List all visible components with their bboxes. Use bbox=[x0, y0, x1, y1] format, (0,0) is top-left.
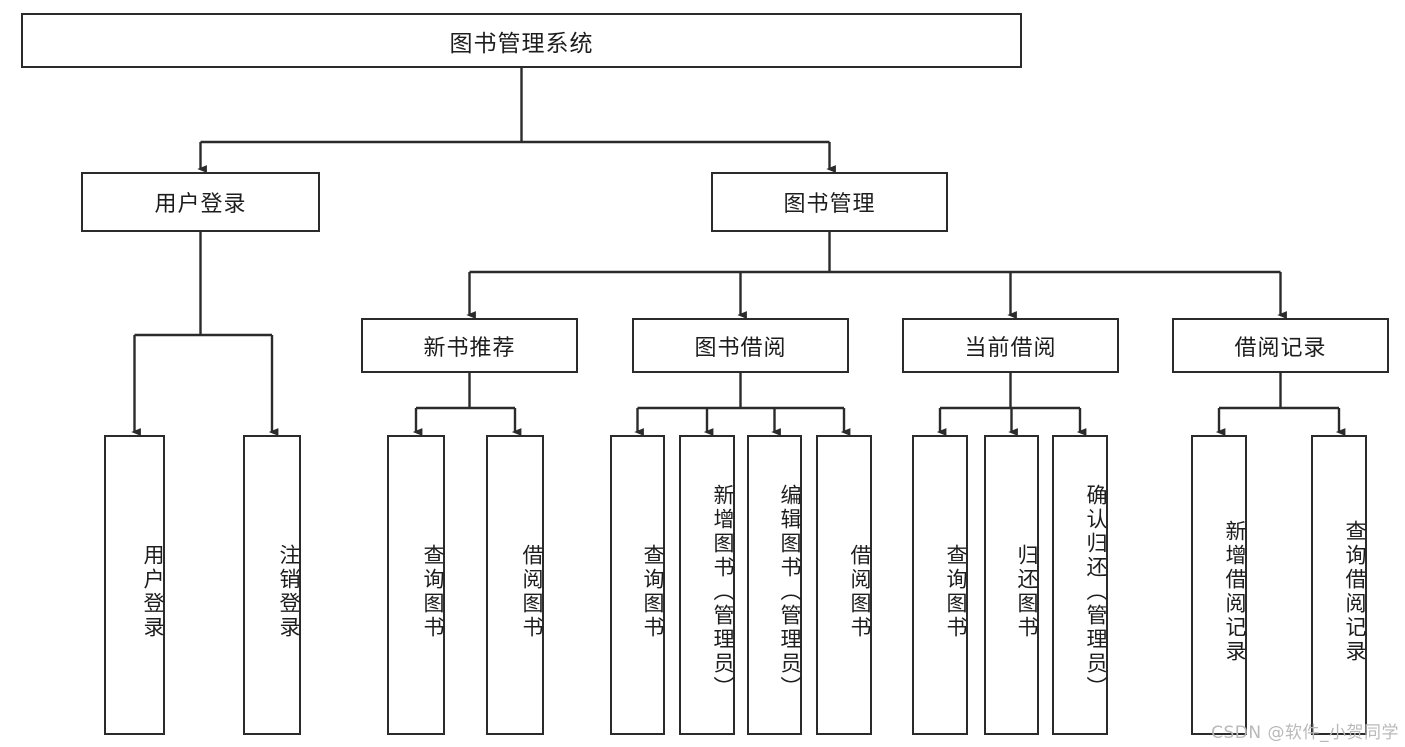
node-new-book-rec[interactable]: 新书推荐 bbox=[361, 318, 578, 373]
node-label: 用户登录 bbox=[141, 544, 165, 640]
node-label: 归还图书 bbox=[1015, 544, 1039, 640]
node-label: 新书推荐 bbox=[423, 335, 516, 361]
node-label: 新增借阅记录 bbox=[1223, 520, 1247, 664]
node-label: 查询借阅记录 bbox=[1343, 520, 1367, 664]
node-leaf-add-record[interactable]: 新增借阅记录 bbox=[1191, 435, 1247, 735]
node-leaf-borrow-book-rec[interactable]: 借阅图书 bbox=[486, 435, 544, 735]
node-book-manage[interactable]: 图书管理 bbox=[711, 172, 948, 232]
node-leaf-return-book[interactable]: 归还图书 bbox=[984, 435, 1039, 735]
connector-lines bbox=[131, 68, 1346, 436]
node-leaf-query-book-rec[interactable]: 查询图书 bbox=[387, 435, 445, 735]
node-leaf-query-book-b[interactable]: 查询图书 bbox=[610, 435, 665, 735]
node-label: 注销登录 bbox=[277, 544, 301, 640]
node-label: 编辑图书（管理员） bbox=[778, 484, 802, 700]
node-borrow-record[interactable]: 借阅记录 bbox=[1172, 318, 1389, 373]
node-user-login[interactable]: 用户登录 bbox=[81, 172, 320, 232]
node-leaf-user-login[interactable]: 用户登录 bbox=[104, 435, 165, 735]
node-label: 当前借阅 bbox=[964, 335, 1057, 361]
node-root[interactable]: 图书管理系统 bbox=[21, 13, 1022, 68]
node-leaf-edit-book[interactable]: 编辑图书（管理员） bbox=[747, 435, 802, 735]
node-label: 图书借阅 bbox=[694, 335, 787, 361]
node-leaf-borrow-book-b[interactable]: 借阅图书 bbox=[816, 435, 872, 735]
node-leaf-query-record[interactable]: 查询借阅记录 bbox=[1311, 435, 1367, 735]
node-root-label: 图书管理系统 bbox=[449, 30, 594, 57]
node-label: 查询图书 bbox=[944, 544, 968, 640]
node-label: 借阅记录 bbox=[1234, 335, 1327, 361]
watermark: CSDN @软件_小贺同学 bbox=[1211, 723, 1399, 743]
node-leaf-logout[interactable]: 注销登录 bbox=[243, 435, 301, 735]
node-label: 借阅图书 bbox=[848, 544, 872, 640]
node-label: 查询图书 bbox=[641, 544, 665, 640]
node-label: 图书管理 bbox=[783, 192, 876, 217]
node-book-borrow[interactable]: 图书借阅 bbox=[632, 318, 849, 373]
node-label: 新增图书（管理员） bbox=[711, 484, 735, 700]
node-current-borrow[interactable]: 当前借阅 bbox=[902, 318, 1119, 373]
node-leaf-query-book-c[interactable]: 查询图书 bbox=[912, 435, 968, 735]
node-leaf-confirm-return[interactable]: 确认归还（管理员） bbox=[1052, 435, 1108, 735]
node-label: 用户登录 bbox=[154, 192, 247, 217]
node-leaf-add-book[interactable]: 新增图书（管理员） bbox=[679, 435, 735, 735]
node-label: 借阅图书 bbox=[520, 544, 544, 640]
node-label: 确认归还（管理员） bbox=[1084, 484, 1108, 700]
node-label: 查询图书 bbox=[421, 544, 445, 640]
